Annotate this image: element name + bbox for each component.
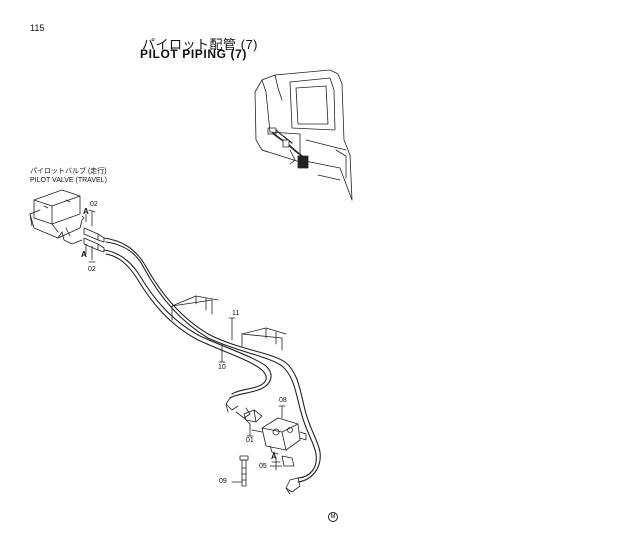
callout-01: 01 (246, 437, 254, 444)
callout-a-bottom: A (81, 250, 87, 259)
corner-mark: M (328, 512, 338, 522)
callout-10: 10 (218, 364, 226, 371)
callout-02-bottom: 02 (88, 266, 96, 273)
bolt-09 (231, 455, 249, 487)
pilot-hose-10 (103, 249, 272, 399)
page-number: 115 (30, 23, 45, 33)
valve-fittings (83, 227, 105, 253)
callout-02-top: 02 (90, 201, 98, 208)
component-label-english: PILOT VALVE (TRAVEL) (30, 177, 107, 184)
callout-leaders-02 (81, 209, 96, 263)
callout-leaders-10-11 (218, 317, 236, 363)
hose-end-fitting (285, 477, 301, 495)
cab-pilot-detail (267, 127, 309, 169)
callout-08: 08 (279, 397, 287, 404)
pilot-hose-11 (103, 237, 321, 483)
hose-end-elbow (225, 397, 251, 425)
callout-a-lower: A (271, 452, 277, 461)
title-japanese: パイロット配管 (7) (142, 37, 259, 52)
pilot-valve-travel (29, 189, 83, 245)
callout-05: 05 (259, 463, 267, 470)
control-valve-block (251, 405, 307, 455)
component-label-japanese: パイロットバルブ (走行) (30, 168, 107, 175)
callout-a-top: A (83, 207, 89, 216)
machine-cab-outline (254, 69, 353, 201)
callout-11: 11 (232, 310, 240, 317)
hose-brackets (171, 295, 287, 351)
title-english: PILOT PIPING (7) (140, 47, 247, 61)
fitting-01 (243, 409, 263, 437)
callout-09: 09 (219, 478, 227, 485)
fitting-05 (269, 455, 295, 471)
